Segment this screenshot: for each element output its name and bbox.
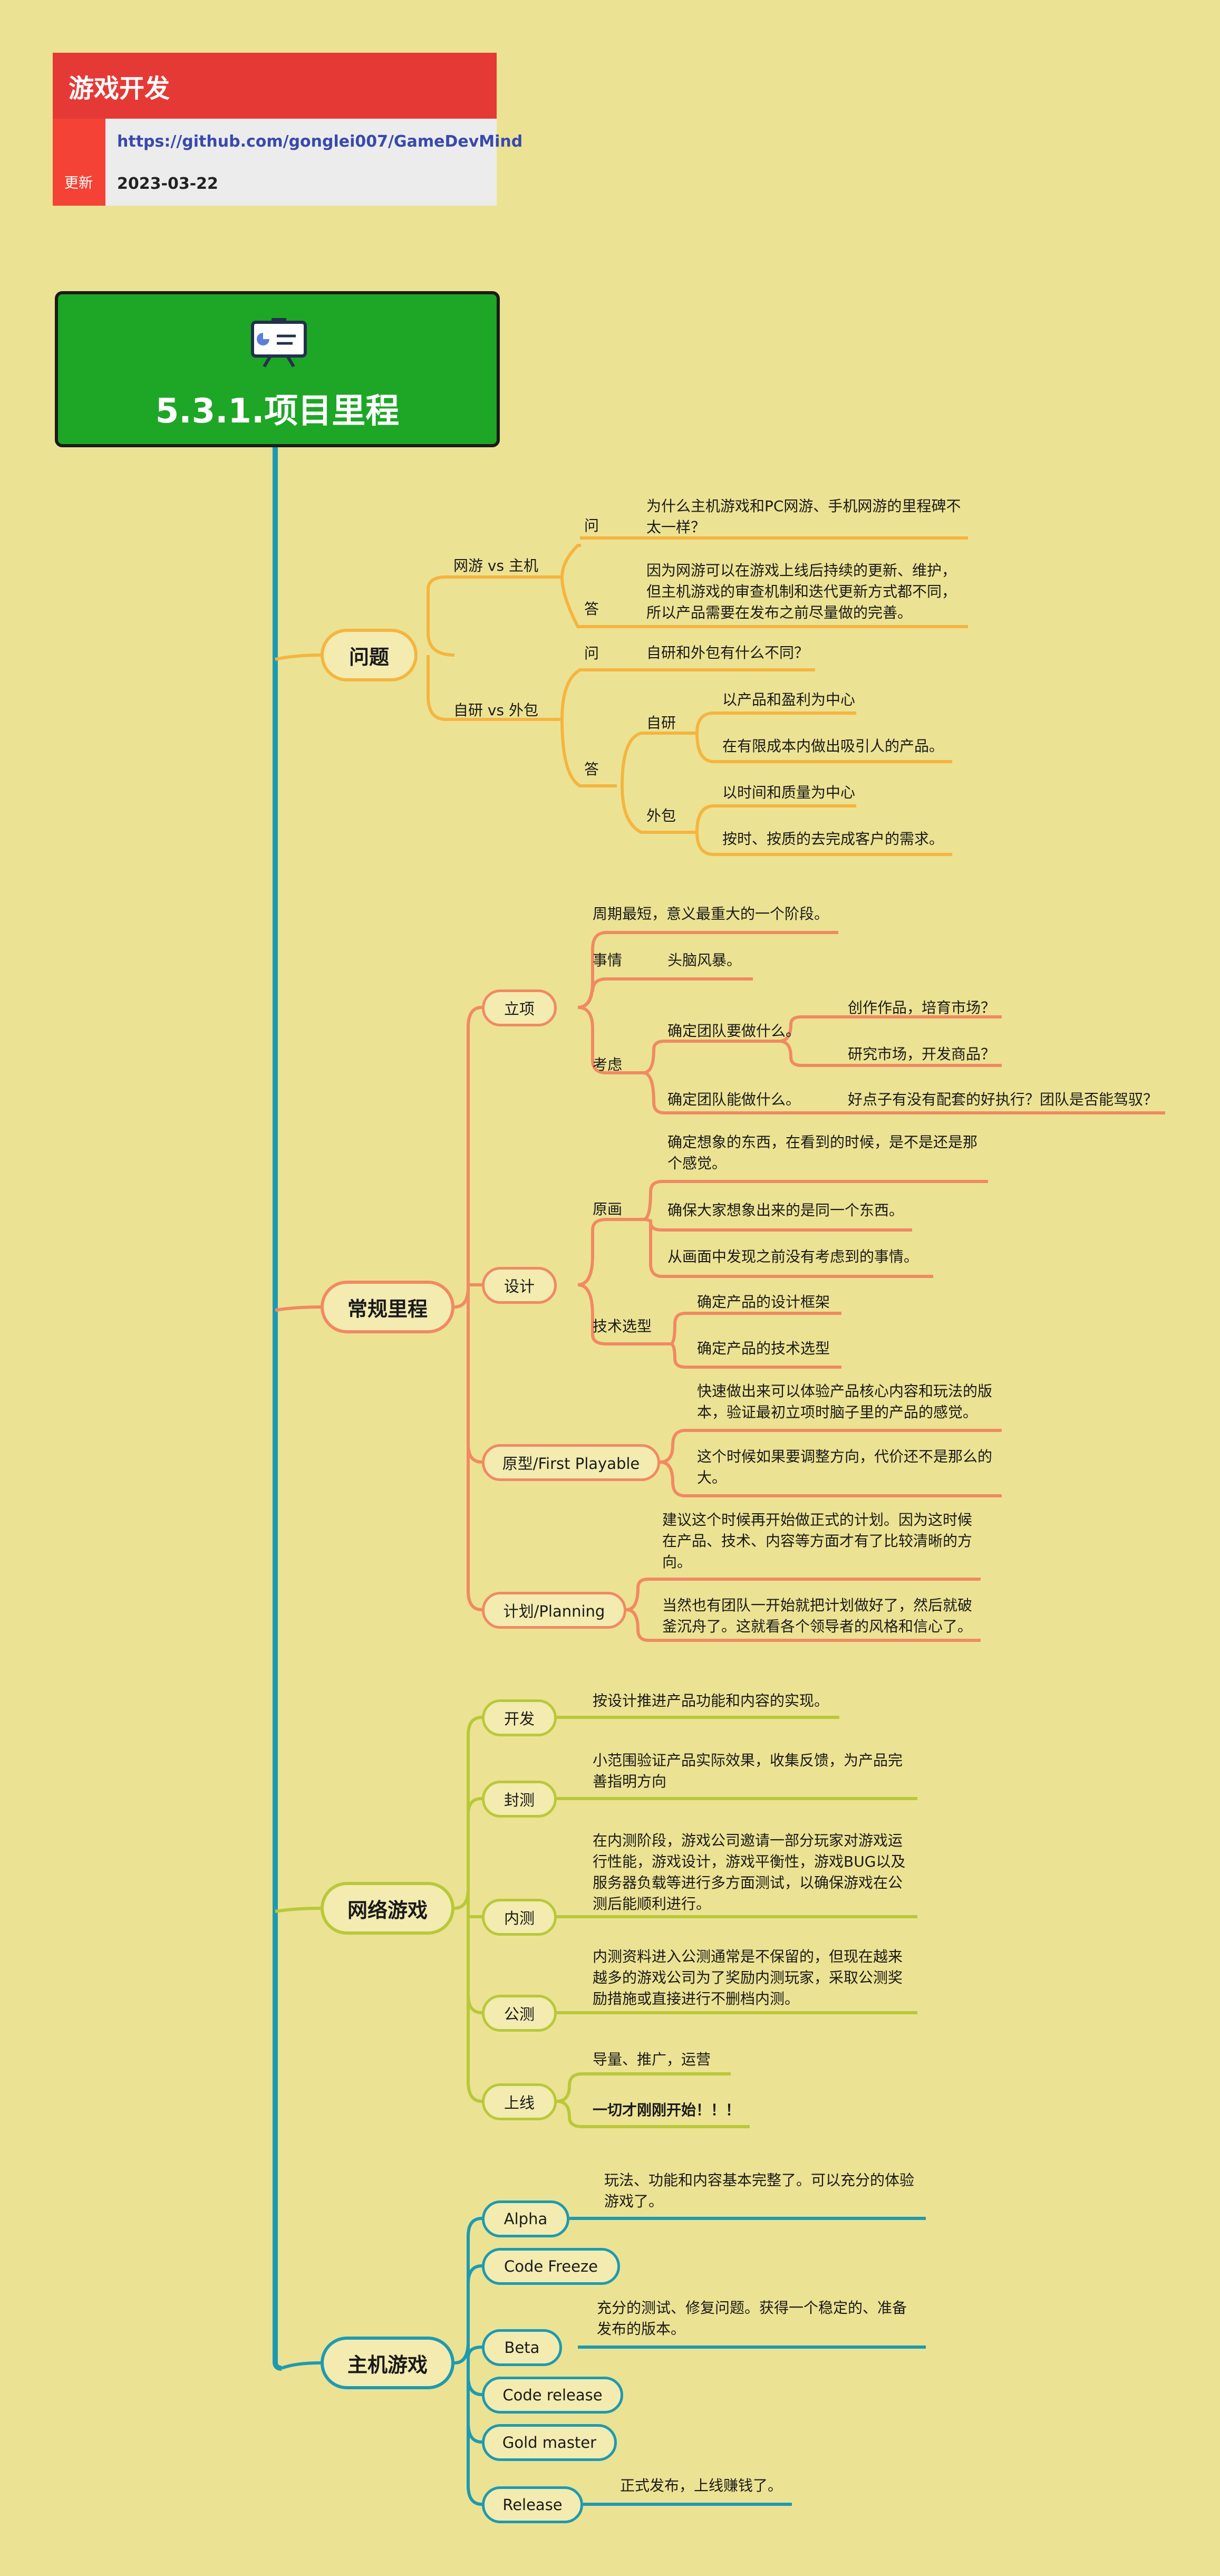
design-concept-item-2: 确保大家想象出来的是同一个东西。 [667, 1202, 904, 1219]
beta-desc: 充分的测试、修复问题。获得一个稳定的、准备发布的版本。 [597, 2299, 907, 2338]
presentation-board-icon [251, 318, 307, 368]
kickoff-what-item-1: 创作作品，培育市场？ [848, 999, 996, 1016]
planning-item-1: 建议这个时候再开始做正式的计划。因为这时候在产品、技术、内容等方面才有了比较清晰… [662, 1511, 973, 1571]
node-code-release[interactable]: Code release [482, 2377, 623, 2414]
release-desc: 正式发布，上线赚钱了。 [620, 2477, 783, 2494]
node-code-freeze[interactable]: Code Freeze [482, 2248, 620, 2285]
node-release[interactable]: Release [482, 2486, 583, 2523]
edge-trunk-problem [275, 653, 321, 661]
trunk-line [273, 447, 282, 2371]
node-self-item-2: 在有限成本内做出吸引人的产品。 [722, 737, 944, 755]
root-node[interactable]: 5.3.1.项目里程 [55, 291, 500, 447]
design-concept-label: 原画 [593, 1200, 623, 1218]
design-tech-item-1: 确定产品的设计框架 [697, 1293, 830, 1311]
edge-problem-children [427, 575, 562, 721]
node-closed-beta[interactable]: 封测 [482, 1781, 557, 1818]
node-a-text-1: 因为网游可以在游戏上线后持续的更新、维护，但主机游戏的审查机制和迭代更新方式都不… [646, 562, 957, 621]
kickoff-task: 头脑风暴。 [667, 951, 742, 969]
node-self-item-1: 以产品和盈利为中心 [722, 691, 856, 708]
edge-trunk-console [280, 2361, 321, 2370]
repo-link[interactable]: https://github.com/gonglei007/GameDevMin… [117, 132, 523, 151]
design-concept-item-3: 从画面中发现之前没有考虑到的事情。 [667, 1248, 919, 1265]
node-kickoff[interactable]: 立项 [482, 989, 557, 1026]
prototype-item-1: 快速做出来可以体验产品核心内容和玩法的版本，验证最初立项时脑子里的产品的感觉。 [697, 1382, 993, 1421]
node-out-label: 外包 [646, 807, 676, 824]
design-tech-label: 技术选型 [593, 1318, 652, 1335]
kickoff-task-label: 事情 [593, 951, 623, 969]
branch-online[interactable]: 网络游戏 [321, 1882, 454, 1935]
node-beta[interactable]: Beta [482, 2329, 562, 2366]
underline-q1 [580, 544, 581, 547]
node-alpha[interactable]: Alpha [482, 2200, 569, 2237]
branch-regular[interactable]: 常规里程 [321, 1281, 454, 1333]
header-info-panel: https://github.com/gonglei007/GameDevMin… [105, 119, 522, 206]
node-q-text-2: 自研和外包有什么不同？ [646, 644, 809, 661]
closed-desc: 小范围验证产品实际效果，收集反馈，为产品完善指明方向 [593, 1752, 903, 1790]
branch-console[interactable]: 主机游戏 [321, 2337, 454, 2389]
design-tech-item-2: 确定产品的技术选型 [697, 1340, 830, 1357]
internal-desc: 在内测阶段，游戏公司邀请一部分玩家对游戏运行性能，游戏设计，游戏平衡性，游戏BU… [593, 1832, 906, 1912]
node-out-item-2: 按时、按质的去完成客户的需求。 [722, 830, 944, 848]
node-prototype[interactable]: 原型/First Playable [482, 1444, 660, 1481]
node-gold-master[interactable]: Gold master [482, 2424, 617, 2461]
header-title: 游戏开发 [53, 53, 497, 119]
kickoff-desc: 周期最短，意义最重大的一个阶段。 [593, 905, 829, 922]
node-online-vs-console[interactable]: 网游 vs 主机 [453, 557, 538, 574]
node-planning[interactable]: 计划/Planning [482, 1592, 626, 1629]
update-label: 更新 [64, 175, 93, 191]
node-launch[interactable]: 上线 [482, 2083, 557, 2120]
alpha-desc: 玩法、功能和内容基本完整了。可以充分的体验游戏了。 [604, 2171, 915, 2210]
launch-item-2: 一切才刚刚开始！！！ [593, 2101, 741, 2119]
kickoff-what-item-2: 研究市场，开发商品？ [848, 1045, 996, 1063]
node-a-label-2: 答 [584, 761, 599, 778]
kickoff-team-what: 确定团队要做什么。 [667, 1022, 801, 1040]
node-design[interactable]: 设计 [482, 1267, 557, 1304]
node-dev[interactable]: 开发 [482, 1699, 557, 1736]
kickoff-can-item: 好点子有没有配套的好执行？团队是否能驾驭？ [848, 1091, 1158, 1108]
node-q-label-2: 问 [584, 645, 599, 662]
node-out-item-1: 以时间和质量为中心 [722, 784, 856, 801]
prototype-item-2: 这个时候如果要调整方向，代价还不是那么的大。 [697, 1448, 993, 1486]
root-title: 5.3.1.项目里程 [155, 392, 400, 431]
node-q-text-1: 为什么主机游戏和PC网游、手机网游的里程碑不太一样？ [646, 497, 961, 536]
edge-trunk-regular [275, 1305, 321, 1312]
node-q-label-1: 问 [584, 517, 599, 534]
node-public-test[interactable]: 公测 [482, 1995, 557, 2032]
update-date: 2023-03-22 [117, 175, 218, 193]
planning-item-2: 当然也有团队一开始就把计划做好了，然后就破釜沉舟了。这就看各个领导者的风格和信心… [662, 1597, 973, 1635]
node-internal-test[interactable]: 内测 [482, 1899, 557, 1936]
kickoff-consider-label: 考虑 [593, 1056, 623, 1073]
launch-item-1: 导量、推广，运营 [593, 2051, 711, 2068]
dev-desc: 按设计推进产品功能和内容的实现。 [593, 1692, 829, 1709]
node-self-vs-outsource[interactable]: 自研 vs 外包 [453, 701, 538, 719]
header-update-panel: 更新 [53, 119, 105, 206]
public-desc: 内测资料进入公测通常是不保留的，但现在越来越多的游戏公司为了奖励内测玩家，采取公… [593, 1948, 903, 2007]
branch-problem[interactable]: 问题 [321, 629, 418, 681]
kickoff-team-can: 确定团队能做什么。 [667, 1091, 801, 1108]
design-concept-item-1: 确定想象的东西，在看到的时候，是不是还是那个感觉。 [667, 1133, 978, 1172]
edge-trunk-online [275, 1907, 321, 1913]
node-self-label: 自研 [646, 714, 676, 732]
node-a-label-1: 答 [584, 600, 599, 618]
